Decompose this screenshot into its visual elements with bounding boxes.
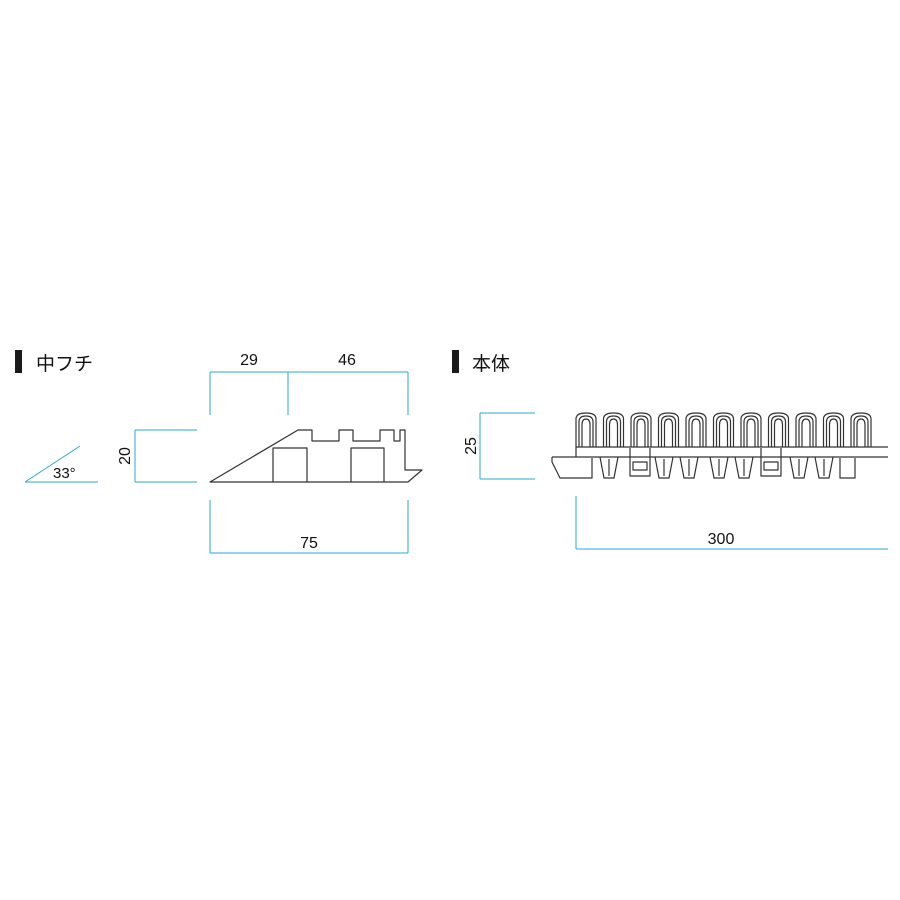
edge-section-marker bbox=[15, 350, 22, 373]
edge-section-title: 中フチ bbox=[36, 353, 93, 375]
edge-section: 中フチ 33° 20 29 46 75 bbox=[15, 350, 423, 554]
edge-height-label: 20 bbox=[117, 447, 134, 465]
edge-profile bbox=[209, 429, 423, 483]
body-height-label: 25 bbox=[463, 437, 480, 455]
body-profile bbox=[551, 412, 888, 479]
body-section: 本体 25 300 bbox=[452, 350, 888, 550]
body-height-dimension: 25 bbox=[463, 412, 535, 480]
edge-width-label: 75 bbox=[300, 535, 318, 552]
body-section-title: 本体 bbox=[472, 353, 510, 375]
edge-top-right-label: 46 bbox=[338, 352, 356, 369]
body-section-marker bbox=[452, 350, 459, 373]
edge-top-dimension: 29 46 bbox=[209, 352, 409, 415]
angle-indicator: 33° bbox=[24, 445, 98, 483]
body-width-label: 300 bbox=[708, 531, 735, 548]
edge-top-left-label: 29 bbox=[240, 352, 258, 369]
edge-width-dimension: 75 bbox=[209, 500, 409, 554]
edge-height-dimension: 20 bbox=[117, 429, 197, 483]
angle-label: 33° bbox=[53, 465, 76, 482]
body-width-dimension: 300 bbox=[575, 496, 888, 550]
bristle-group bbox=[575, 412, 872, 447]
teeth-group bbox=[599, 456, 834, 479]
